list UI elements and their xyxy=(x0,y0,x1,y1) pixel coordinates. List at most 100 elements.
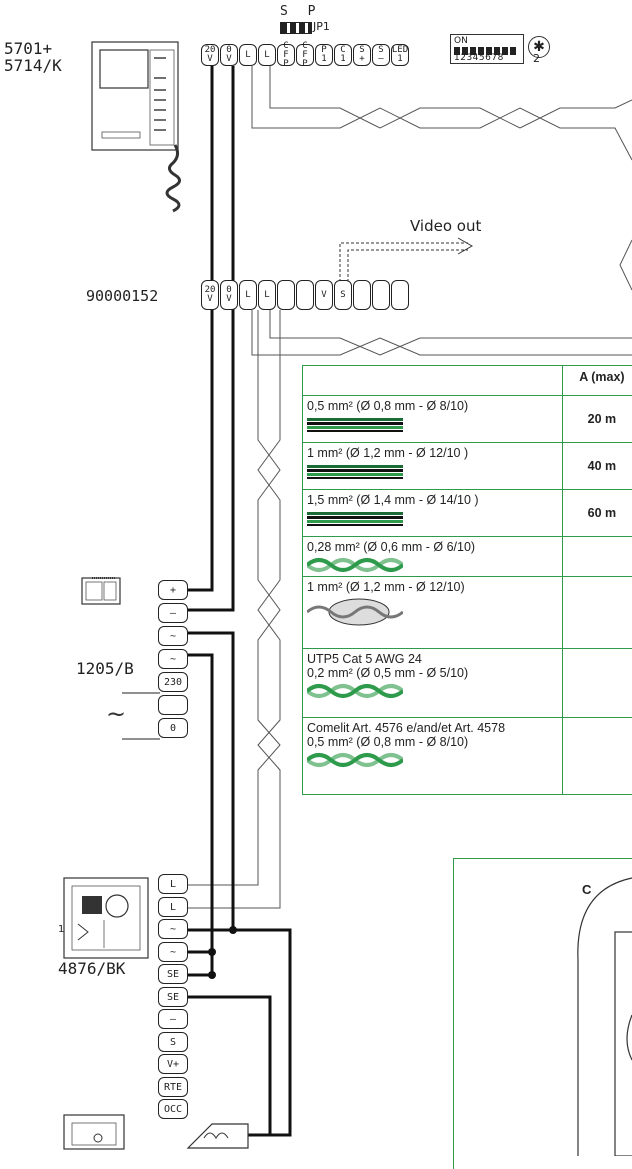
cable-desc-line: 0,28 mm² (Ø 0,6 mm - Ø 6/10) xyxy=(307,540,558,554)
dip-numbers: 12345678 xyxy=(454,53,504,63)
terminal[interactable] xyxy=(372,280,390,310)
terminal[interactable]: ~ xyxy=(158,649,188,669)
table-row: 1 mm² (Ø 1,2 mm - Ø 12/10 ) 40 m xyxy=(303,443,632,490)
terminal[interactable]: SE xyxy=(158,964,188,984)
door-unit-icon xyxy=(64,878,148,958)
terminal[interactable]: L xyxy=(258,44,276,66)
bus-loop-top xyxy=(252,66,632,355)
terminal[interactable]: C F P xyxy=(277,44,295,66)
terminal[interactable]: P 1 xyxy=(315,44,333,66)
power-wires xyxy=(188,66,290,1135)
cable-desc-cell: 1 mm² (Ø 1,2 mm - Ø 12/10) xyxy=(303,577,563,649)
cable-distance-cell xyxy=(562,718,632,795)
asterisk-note: 2 xyxy=(533,52,540,65)
cable-desc-line: 1 mm² (Ø 1,2 mm - Ø 12/10 ) xyxy=(307,446,558,460)
lock-icon xyxy=(64,1115,124,1149)
cable-desc-line: 1 mm² (Ø 1,2 mm - Ø 12/10) xyxy=(307,580,558,594)
distributor-model: 90000152 xyxy=(86,288,158,305)
monitor-model-line2: 5714/K xyxy=(4,57,62,74)
ac-mains-wires xyxy=(122,693,160,739)
power-supply-model: 1205/B xyxy=(76,660,134,677)
jumper-block[interactable] xyxy=(280,22,312,34)
door-unit-side-number: 1 xyxy=(58,924,64,935)
section-c-frame xyxy=(453,858,632,1169)
cable-desc-line: UTP5 Cat 5 AWG 24 xyxy=(307,652,558,666)
terminal[interactable]: OCC xyxy=(158,1099,188,1119)
cable-desc-line: Comelit Art. 4576 e/and/et Art. 4578 xyxy=(307,721,558,735)
terminal[interactable]: S xyxy=(334,280,352,310)
parallel-cable-icon xyxy=(307,510,403,526)
cable-desc-cell: 1,5 mm² (Ø 1,4 mm - Ø 14/10 ) xyxy=(303,490,563,537)
terminal[interactable]: — xyxy=(158,1009,188,1029)
dip-switch[interactable]: ON 12345678 xyxy=(450,34,524,64)
cable-desc-cell: 1 mm² (Ø 1,2 mm - Ø 12/10 ) xyxy=(303,443,563,490)
header-distance: A (max) xyxy=(562,366,632,396)
terminal[interactable]: + xyxy=(158,580,188,600)
cable-desc-line: 1,5 mm² (Ø 1,4 mm - Ø 14/10 ) xyxy=(307,493,558,507)
terminal[interactable]: 0 xyxy=(158,718,188,738)
shielded-cable-icon xyxy=(307,597,403,627)
monitor-icon xyxy=(92,42,180,211)
terminal[interactable] xyxy=(158,695,188,715)
terminal[interactable]: V+ xyxy=(158,1054,188,1074)
terminal[interactable]: SE xyxy=(158,987,188,1007)
terminal[interactable]: ~ xyxy=(158,626,188,646)
terminal[interactable]: L xyxy=(158,874,188,894)
table-row: 1 mm² (Ø 1,2 mm - Ø 12/10) xyxy=(303,577,632,649)
cable-desc-cell: 0,28 mm² (Ø 0,6 mm - Ø 6/10) xyxy=(303,537,563,577)
parallel-cable-icon xyxy=(307,416,403,432)
terminal[interactable]: 20 V xyxy=(201,280,219,310)
terminal[interactable]: C F P xyxy=(296,44,314,66)
terminal[interactable]: ~ xyxy=(158,942,188,962)
terminal[interactable]: S xyxy=(158,1032,188,1052)
terminal[interactable]: 230 xyxy=(158,672,188,692)
terminal[interactable]: LED 1 xyxy=(391,44,409,66)
monitor-model-line1: 5701+ xyxy=(4,40,52,57)
terminal[interactable]: L xyxy=(158,897,188,917)
terminal[interactable]: ~ xyxy=(158,919,188,939)
terminal[interactable] xyxy=(277,280,295,310)
terminal[interactable] xyxy=(391,280,409,310)
cable-distance-cell xyxy=(562,649,632,718)
cable-distance-cell: 60 m xyxy=(562,490,632,537)
dip-on-label: ON xyxy=(454,36,468,46)
cable-distance-cell xyxy=(562,577,632,649)
cable-desc-line: 0,5 mm² (Ø 0,8 mm - Ø 8/10) xyxy=(307,399,558,413)
ac-mains-symbol: ~ xyxy=(106,700,126,728)
power-supply-icon xyxy=(82,578,120,604)
terminal[interactable]: C 1 xyxy=(334,44,352,66)
cable-desc-line: 0,2 mm² (Ø 0,5 mm - Ø 5/10) xyxy=(307,666,558,680)
terminal[interactable]: S — xyxy=(372,44,390,66)
cable-distance-cell xyxy=(562,537,632,577)
parallel-cable-icon xyxy=(307,463,403,479)
table-row: 0,28 mm² (Ø 0,6 mm - Ø 6/10) xyxy=(303,537,632,577)
cable-distance-cell: 40 m xyxy=(562,443,632,490)
terminal[interactable]: RTE xyxy=(158,1077,188,1097)
cable-desc-cell: 0,5 mm² (Ø 0,8 mm - Ø 8/10) xyxy=(303,396,563,443)
terminal[interactable]: L xyxy=(239,44,257,66)
terminal[interactable]: L xyxy=(258,280,276,310)
terminal[interactable]: L xyxy=(239,280,257,310)
terminal[interactable]: 20 V xyxy=(201,44,219,66)
table-row: 0,5 mm² (Ø 0,8 mm - Ø 8/10)20 m xyxy=(303,396,632,443)
twisted-cable-icon xyxy=(307,752,403,768)
video-out-label: Video out xyxy=(410,217,481,235)
terminal[interactable]: 0 V xyxy=(220,280,238,310)
terminal[interactable] xyxy=(353,280,371,310)
terminal[interactable]: 0 V xyxy=(220,44,238,66)
terminal[interactable] xyxy=(296,280,314,310)
terminal[interactable]: S + xyxy=(353,44,371,66)
section-c-label: C xyxy=(582,882,591,897)
twisted-cable-icon xyxy=(307,683,403,699)
jumper-label: S P xyxy=(280,4,321,19)
lock-connector xyxy=(188,1124,248,1148)
terminal[interactable]: V xyxy=(315,280,333,310)
terminal[interactable]: — xyxy=(158,603,188,623)
cable-desc-line: 0,5 mm² (Ø 0,8 mm - Ø 8/10) xyxy=(307,735,558,749)
table-row: 1,5 mm² (Ø 1,4 mm - Ø 14/10 ) 60 m xyxy=(303,490,632,537)
